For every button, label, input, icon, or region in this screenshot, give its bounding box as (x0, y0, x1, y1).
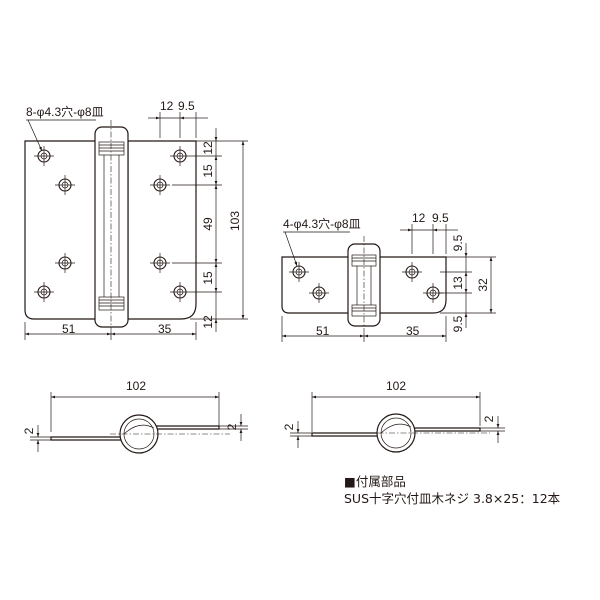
large-dim-v-12-bottom: 12 (201, 315, 215, 329)
large-dim-v-15-upper: 15 (201, 164, 215, 178)
accessories-screw-spec: SUS十字穴付皿木ネジ 3.8×25：12本 (344, 491, 561, 506)
right-top-dim-thickness-right: 2 (482, 415, 496, 422)
large-dim-pin-offset-a: 12 (160, 99, 174, 113)
large-barrel (94, 120, 129, 332)
large-dim-left-leaf: 51 (62, 322, 76, 336)
large-right-leaf (127, 140, 197, 320)
right-top-leaf-right (413, 427, 481, 432)
small-left-leaf (281, 256, 353, 314)
left-top-dim-thickness-left: 2 (22, 427, 36, 434)
small-dim-pin-offset-a: 12 (412, 211, 426, 225)
large-dim-pin-offset-b: 9.5 (178, 99, 195, 113)
small-hinge-holes (289, 262, 443, 303)
accessories-note: ■付属部品 SUS十字穴付皿木ネジ 3.8×25：12本 (344, 474, 561, 506)
small-dim-total-height: 32 (476, 278, 490, 292)
right-top-dim-thickness-left: 2 (282, 423, 296, 430)
left-top-leaf-left (50, 436, 123, 441)
heading-text: 付属部品 (356, 474, 406, 489)
small-hinge-front-view: 4-φ4.3穴-φ8皿 51 35 12 9.5 (281, 211, 496, 342)
large-left-leaf (24, 140, 101, 320)
small-dim-v-9-5-top: 9.5 (451, 234, 465, 251)
left-top-leaf-right (153, 425, 220, 430)
right-top-leaf-left (311, 432, 381, 437)
left-top-dim-length: 102 (126, 379, 146, 393)
large-dim-v-12-top: 12 (201, 141, 215, 155)
large-hole-callout: 8-φ4.3穴-φ8皿 (26, 104, 104, 119)
accessories-heading: ■付属部品 (344, 474, 406, 489)
small-dim-pin-offset-b: 9.5 (432, 211, 449, 225)
small-dim-right-leaf: 35 (406, 324, 420, 338)
large-dim-total-height: 103 (228, 211, 242, 231)
heading-marker: ■ (344, 474, 356, 489)
right-hinge-top-view: 102 2 2 (282, 379, 505, 453)
small-dim-v-9-5-bottom: 9.5 (451, 315, 465, 332)
small-barrel (347, 236, 381, 334)
large-dim-right-leaf: 35 (158, 322, 172, 336)
right-top-dim-length: 102 (386, 379, 406, 393)
small-dim-v-13: 13 (451, 276, 465, 290)
left-hinge-top-view: 102 2 2 (22, 379, 248, 454)
large-hinge-front-view: 8-φ4.3穴-φ8皿 51 35 12 9.5 (24, 99, 248, 340)
large-dim-v-15-lower: 15 (201, 271, 215, 285)
left-top-dim-thickness-right: 2 (225, 423, 239, 430)
small-dim-left-leaf: 51 (316, 324, 330, 338)
small-hole-callout: 4-φ4.3穴-φ8皿 (283, 216, 361, 231)
large-hinge-holes (34, 146, 190, 302)
small-right-leaf (377, 256, 447, 314)
large-dim-v-49: 49 (201, 217, 215, 231)
